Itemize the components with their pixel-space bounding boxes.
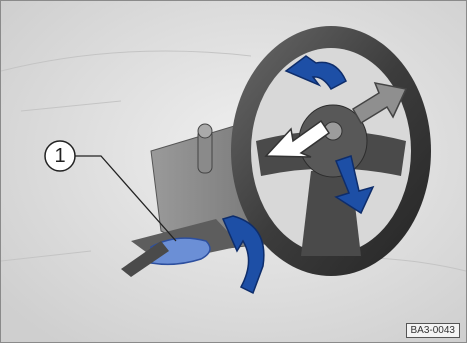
wiper-stalk bbox=[198, 124, 212, 173]
figure-reference-code: BA3-0043 bbox=[406, 323, 460, 338]
callout-number-1: 1 bbox=[45, 141, 75, 171]
